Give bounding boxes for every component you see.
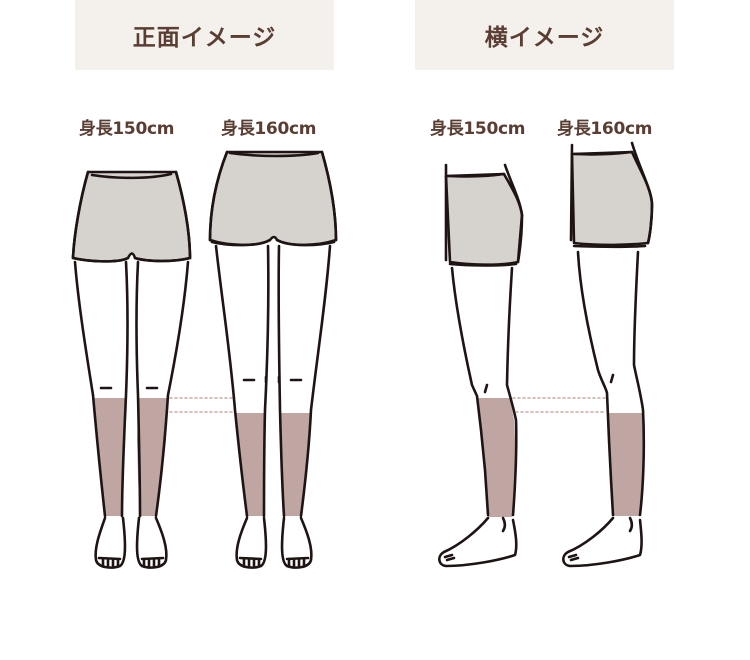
side-160-figure — [562, 141, 654, 568]
side-height-guides — [512, 397, 606, 413]
shorts — [208, 150, 338, 247]
shorts — [444, 172, 524, 266]
front-150-figure — [71, 170, 192, 569]
front-150-label: 身長150cm — [79, 119, 175, 139]
shorts — [71, 170, 192, 263]
side-view-title: 横イメージ — [484, 25, 605, 51]
side-150-figure — [438, 163, 524, 568]
side-160-label: 身長160cm — [557, 119, 653, 139]
front-view-title: 正面イメージ — [132, 25, 277, 51]
side-view-header: 横イメージ — [415, 0, 674, 70]
front-height-guides — [169, 397, 235, 413]
side-150-label: 身長150cm — [430, 119, 526, 139]
sock-band — [478, 398, 516, 517]
front-160-figure — [208, 150, 338, 569]
front-view-header: 正面イメージ — [75, 0, 334, 70]
sock-band-left — [235, 413, 265, 516]
front-160-label: 身長160cm — [221, 119, 317, 139]
sock-band — [608, 413, 644, 516]
